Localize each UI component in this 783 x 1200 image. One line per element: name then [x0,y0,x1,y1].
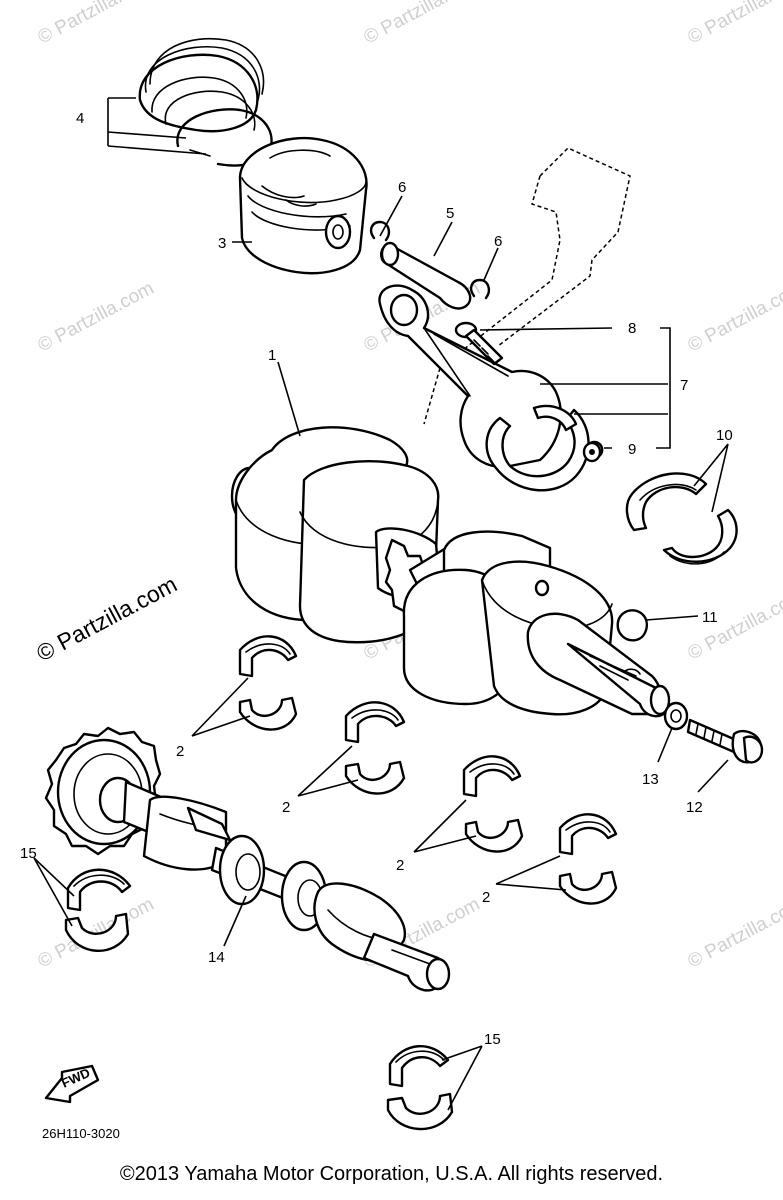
leader-lines [33,97,729,1111]
callout-2-a: 2 [176,743,184,760]
crank-bolt [686,718,764,764]
callout-13: 13 [642,771,659,788]
connecting-rod [378,284,604,492]
callout-7: 7 [680,377,688,394]
callout-2-c: 2 [396,857,404,874]
watermark: © Partzilla.com [684,278,783,357]
callout-6-right: 6 [494,233,502,250]
balancer-bearings-right [386,1044,454,1131]
main-bearings-group-4 [558,813,618,905]
piston-rings [138,37,273,167]
callout-11: 11 [702,609,718,626]
main-bearings-group-1 [238,635,298,731]
callout-14: 14 [208,949,225,966]
forward-direction-arrow: FWD [44,1064,100,1104]
callout-4: 4 [76,110,84,127]
callout-1: 1 [268,347,276,364]
callout-8: 8 [628,320,636,337]
rod-ghost-outline [423,147,631,425]
callout-10: 10 [716,427,733,444]
main-bearings-group-3 [462,755,524,853]
balancer-shaft [44,726,451,992]
watermark: © Partzilla.com [34,278,157,357]
crankshaft [230,426,671,718]
callout-numbers: 4 3 6 5 6 1 8 7 9 10 11 2 2 2 2 13 12 15… [20,110,733,1048]
piston-pin [380,241,472,310]
washer [663,701,689,731]
main-bearings-group-2 [344,701,406,795]
watermark: © Partzilla.com [684,0,783,48]
callout-9: 9 [628,441,636,458]
watermark: © Partzilla.com [360,0,483,48]
watermark-prominent: © Partzilla.com [32,571,181,667]
copyright-notice: ©2013 Yamaha Motor Corporation, U.S.A. A… [119,1163,664,1185]
watermark: © Partzilla.com [684,586,783,665]
rod-bearings [625,472,738,565]
callout-5: 5 [446,205,454,222]
callout-15-left: 15 [20,845,37,862]
piston-pin-clips [369,220,491,300]
callout-15-right: 15 [484,1031,501,1048]
callout-2-d: 2 [482,889,490,906]
balancer-bearings-left [64,868,132,952]
watermark: © Partzilla.com [684,894,783,973]
callout-12: 12 [686,799,703,816]
callout-2-b: 2 [282,799,290,816]
callout-3: 3 [218,235,226,252]
watermark: © Partzilla.com [34,0,157,48]
callout-6-top: 6 [398,179,406,196]
woodruff-key [616,609,648,642]
piston [238,136,368,275]
diagram-code: 26H110-3020 [42,1126,120,1141]
